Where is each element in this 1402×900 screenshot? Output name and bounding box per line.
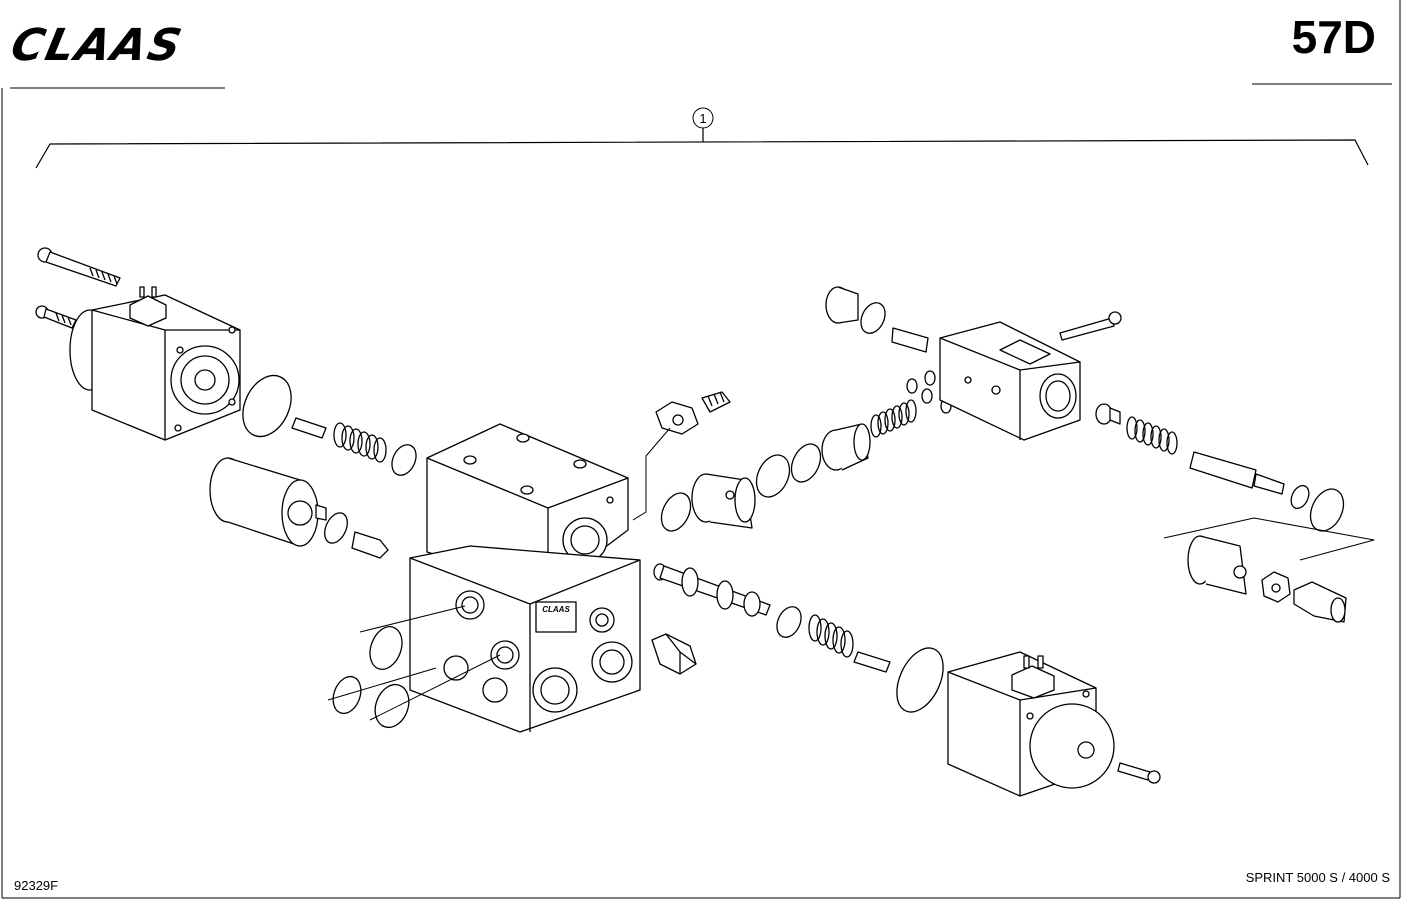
model-label: SPRINT 5000 S / 4000 S (1245, 870, 1390, 885)
spring-mid[interactable] (870, 399, 917, 438)
nut-top[interactable] (655, 401, 699, 435)
brand-logo: CLAAS (6, 20, 188, 71)
o-ring-mid-3[interactable] (786, 439, 826, 486)
pin-top-right[interactable] (891, 327, 929, 353)
valve-stem-right[interactable] (1189, 451, 1285, 495)
spring-lower[interactable] (808, 614, 854, 658)
o-ring-mid-2[interactable] (750, 450, 796, 503)
pin-lower[interactable] (853, 651, 891, 673)
bolt-top-right[interactable] (1059, 311, 1122, 341)
adapter-fitting[interactable] (1187, 535, 1247, 595)
o-ring-lower-large[interactable] (888, 641, 953, 720)
o-ring-upper-left[interactable] (234, 368, 301, 445)
page-code: 57D (1291, 11, 1376, 63)
leader-lines-left (327, 605, 501, 721)
block-logo-plate: CLAAS (535, 601, 577, 633)
inset-frame (1163, 517, 1375, 561)
o-ring-block-3[interactable] (369, 680, 414, 732)
solenoid-upper-left[interactable] (69, 286, 241, 441)
assembly-bracket (35, 128, 1369, 169)
bolt-lower-right[interactable] (1117, 762, 1161, 784)
o-ring-mid-1[interactable] (656, 488, 696, 535)
callout-1[interactable]: 1 (692, 107, 714, 129)
plug-screw-front[interactable] (651, 633, 697, 675)
o-ring-top-right[interactable] (856, 299, 889, 337)
plug-top-right[interactable] (825, 286, 859, 324)
nozzle-far-right[interactable] (1293, 581, 1347, 623)
o-ring-small-left[interactable] (320, 509, 352, 546)
drawing-code: 92329F (14, 878, 59, 893)
o-ring-right-small[interactable] (1288, 483, 1313, 512)
valve-housing-right[interactable] (939, 321, 1081, 441)
o-ring-block-2[interactable] (328, 673, 365, 718)
plunger-mid[interactable] (821, 423, 871, 471)
valve-tip-left[interactable] (351, 531, 389, 559)
spool-lower[interactable] (653, 563, 771, 617)
bolt-short-left[interactable] (35, 305, 77, 329)
sleeve-mid[interactable] (691, 473, 756, 529)
leader-line-nut (632, 427, 671, 521)
block-logo: CLAAS (542, 605, 570, 614)
washer-lower[interactable] (772, 603, 805, 641)
armature-left[interactable] (209, 457, 327, 547)
valve-block-lower[interactable]: CLAAS (409, 545, 641, 733)
solenoid-lower-right[interactable] (947, 651, 1115, 797)
pin-upper-left[interactable] (291, 417, 327, 439)
washer-upper-left[interactable] (387, 441, 420, 479)
nut-far-right[interactable] (1261, 571, 1291, 603)
spring-upper-left[interactable] (333, 422, 387, 463)
set-screw-top[interactable] (701, 391, 731, 413)
o-ring-block-1[interactable] (364, 622, 407, 674)
callout-number: 1 (699, 111, 706, 126)
fitting-right[interactable] (1095, 403, 1121, 425)
small-seals[interactable] (906, 370, 952, 414)
bolt-long-left[interactable] (37, 247, 121, 287)
spring-right[interactable] (1126, 416, 1178, 455)
